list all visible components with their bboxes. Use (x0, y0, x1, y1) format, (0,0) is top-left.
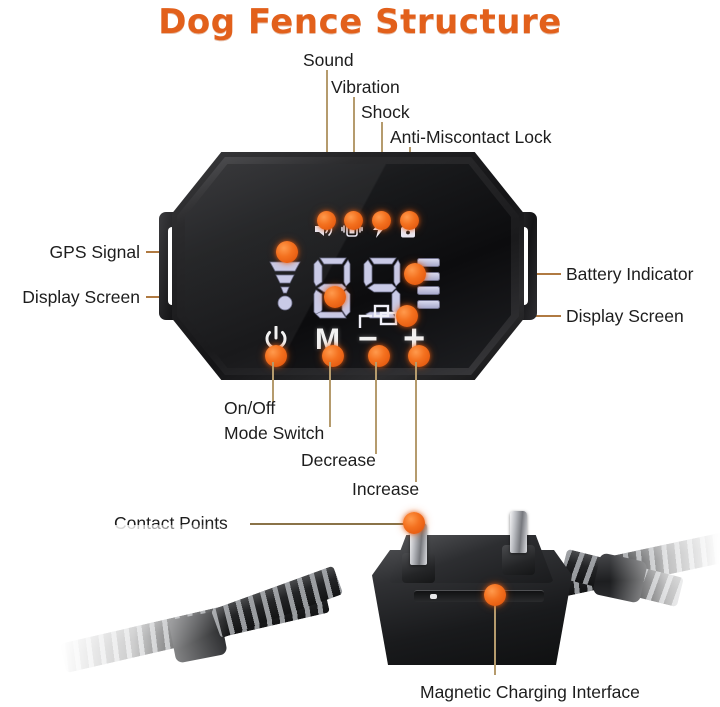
hotspot-dot-shock[interactable] (372, 211, 391, 230)
callout-label-decrease: Decrease (301, 450, 376, 470)
hotspot-dot-magnetic-charging[interactable] (484, 584, 506, 606)
callout-label-anti-miscontact-lock: Anti-Miscontact Lock (390, 127, 552, 147)
hotspot-dot-lock[interactable] (400, 211, 419, 230)
magnetic-charging-port[interactable] (414, 590, 544, 602)
callout-label-onoff: On/Off (224, 398, 276, 418)
callout-label-contact-points: Contact Points (114, 513, 228, 533)
callout-label-display-screen-right: Display Screen (566, 306, 684, 326)
hotspot-dot-battery-indicator[interactable] (404, 263, 426, 285)
hotspot-dot-display-screen-left[interactable] (324, 286, 346, 308)
callout-label-battery-indicator: Battery Indicator (566, 264, 694, 284)
hotspot-dot-power[interactable] (265, 345, 287, 367)
leader-line-sound (326, 70, 328, 220)
collar-assembly (0, 495, 720, 707)
hotspot-dot-gps-signal[interactable] (276, 241, 298, 263)
callout-label-gps-signal: GPS Signal (49, 242, 140, 262)
callout-label-shock: Shock (361, 102, 410, 122)
callout-label-increase: Increase (352, 479, 420, 499)
callout-label-vibration: Vibration (331, 77, 400, 97)
hotspot-dot-mode[interactable] (322, 345, 344, 367)
callout-label-mode-switch: Mode Switch (224, 423, 325, 443)
battery-bar-1 (417, 300, 440, 309)
receiver-device: M − + (159, 152, 537, 380)
battery-bar-4 (417, 258, 440, 267)
charging-port-led (430, 594, 437, 599)
leader-line-increase (415, 362, 417, 482)
hotspot-dot-vibration[interactable] (344, 211, 363, 230)
callout-label-magnetic-charging-interface: Magnetic Charging Interface (420, 682, 640, 702)
page-title: Dog Fence Structure (158, 2, 562, 42)
hotspot-dot-sound[interactable] (317, 211, 336, 230)
leader-line-magnetic-charging (494, 595, 496, 675)
hotspot-dot-increase[interactable] (408, 345, 430, 367)
leader-line-onoff (272, 362, 274, 402)
hotspot-dot-decrease[interactable] (368, 345, 390, 367)
hotspot-dot-contact-points[interactable] (403, 512, 425, 534)
callout-label-sound: Sound (303, 50, 354, 70)
callout-label-display-screen-left: Display Screen (22, 287, 140, 307)
hotspot-dot-display-screen-right[interactable] (396, 305, 418, 327)
buckle-right (592, 552, 648, 604)
leader-line-mode-switch (329, 362, 331, 427)
contact-prong-right[interactable] (510, 511, 527, 553)
leader-line-decrease (375, 362, 377, 454)
leader-line-contact-points (250, 523, 408, 525)
battery-bar-2 (417, 286, 440, 295)
gps-signal-icon (268, 259, 302, 322)
